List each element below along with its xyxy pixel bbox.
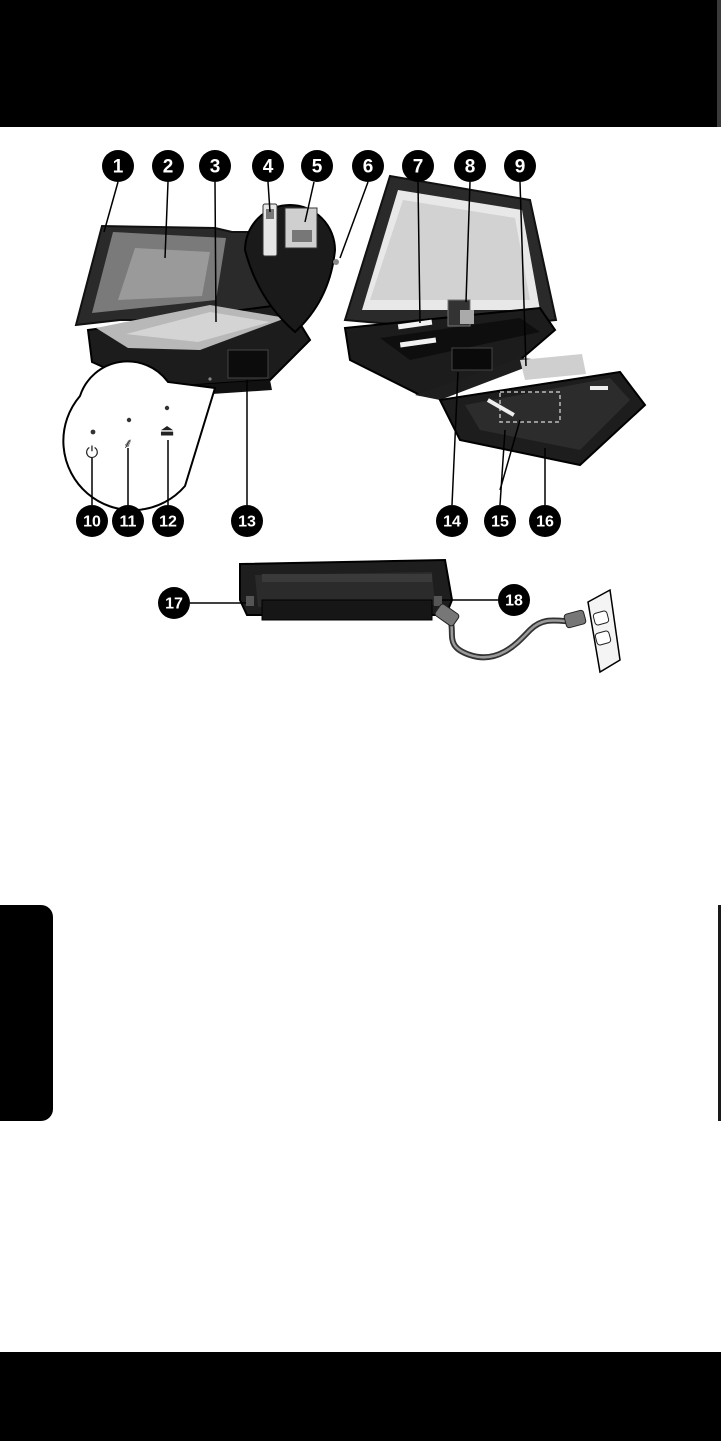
svg-text:13: 13: [238, 514, 256, 531]
callout-5: 5: [301, 150, 333, 182]
callout-10: 10: [76, 505, 108, 537]
callout-4: 4: [252, 150, 284, 182]
power-cord: [446, 612, 580, 657]
callout-1: 1: [102, 150, 134, 182]
svg-text:17: 17: [165, 596, 183, 613]
printer-open-with-tray: [345, 176, 645, 490]
wall-outlet: [588, 590, 620, 672]
svg-text:18: 18: [505, 593, 523, 610]
svg-text:16: 16: [536, 514, 554, 531]
callout-3: 3: [199, 150, 231, 182]
svg-text:2: 2: [163, 157, 174, 178]
svg-text:8: 8: [465, 157, 476, 178]
callout-18: 18: [498, 584, 530, 616]
photo-tray: [520, 354, 586, 380]
printer-parts-figure: ⏻ ⸙ ⏏: [0, 0, 721, 700]
svg-text:6: 6: [363, 157, 374, 178]
callout-6: 6: [352, 150, 384, 182]
callout-11: 11: [112, 505, 144, 537]
callout-17: 17: [158, 587, 190, 619]
callout-13: 13: [231, 505, 263, 537]
svg-text:9: 9: [515, 157, 526, 178]
control-panel-screen: [228, 350, 268, 378]
callout-16: 16: [529, 505, 561, 537]
svg-text:5: 5: [312, 157, 323, 178]
svg-text:4: 4: [263, 157, 274, 178]
callout-2: 2: [152, 150, 184, 182]
rear-port: [246, 596, 254, 606]
svg-text:14: 14: [443, 514, 461, 531]
svg-text:12: 12: [159, 514, 177, 531]
eject-icon: ⏏: [159, 421, 174, 440]
svg-text:1: 1: [113, 157, 124, 178]
footer-band: [0, 1352, 721, 1441]
printer-rear-view: [240, 560, 620, 672]
memory-card-led: [333, 259, 339, 265]
callout-8: 8: [454, 150, 486, 182]
callout-9: 9: [504, 150, 536, 182]
callout-12: 12: [152, 505, 184, 537]
control-panel-display: [452, 348, 492, 370]
section-tab: [0, 905, 53, 1121]
svg-text:10: 10: [83, 514, 101, 531]
printer-front-open-lid: ⏻ ⸙ ⏏: [63, 204, 339, 510]
svg-text:3: 3: [210, 157, 221, 178]
svg-text:11: 11: [120, 514, 137, 531]
callout-15: 15: [484, 505, 516, 537]
callout-7: 7: [402, 150, 434, 182]
svg-text:7: 7: [413, 157, 424, 178]
svg-text:15: 15: [491, 514, 509, 531]
callout-14: 14: [436, 505, 468, 537]
